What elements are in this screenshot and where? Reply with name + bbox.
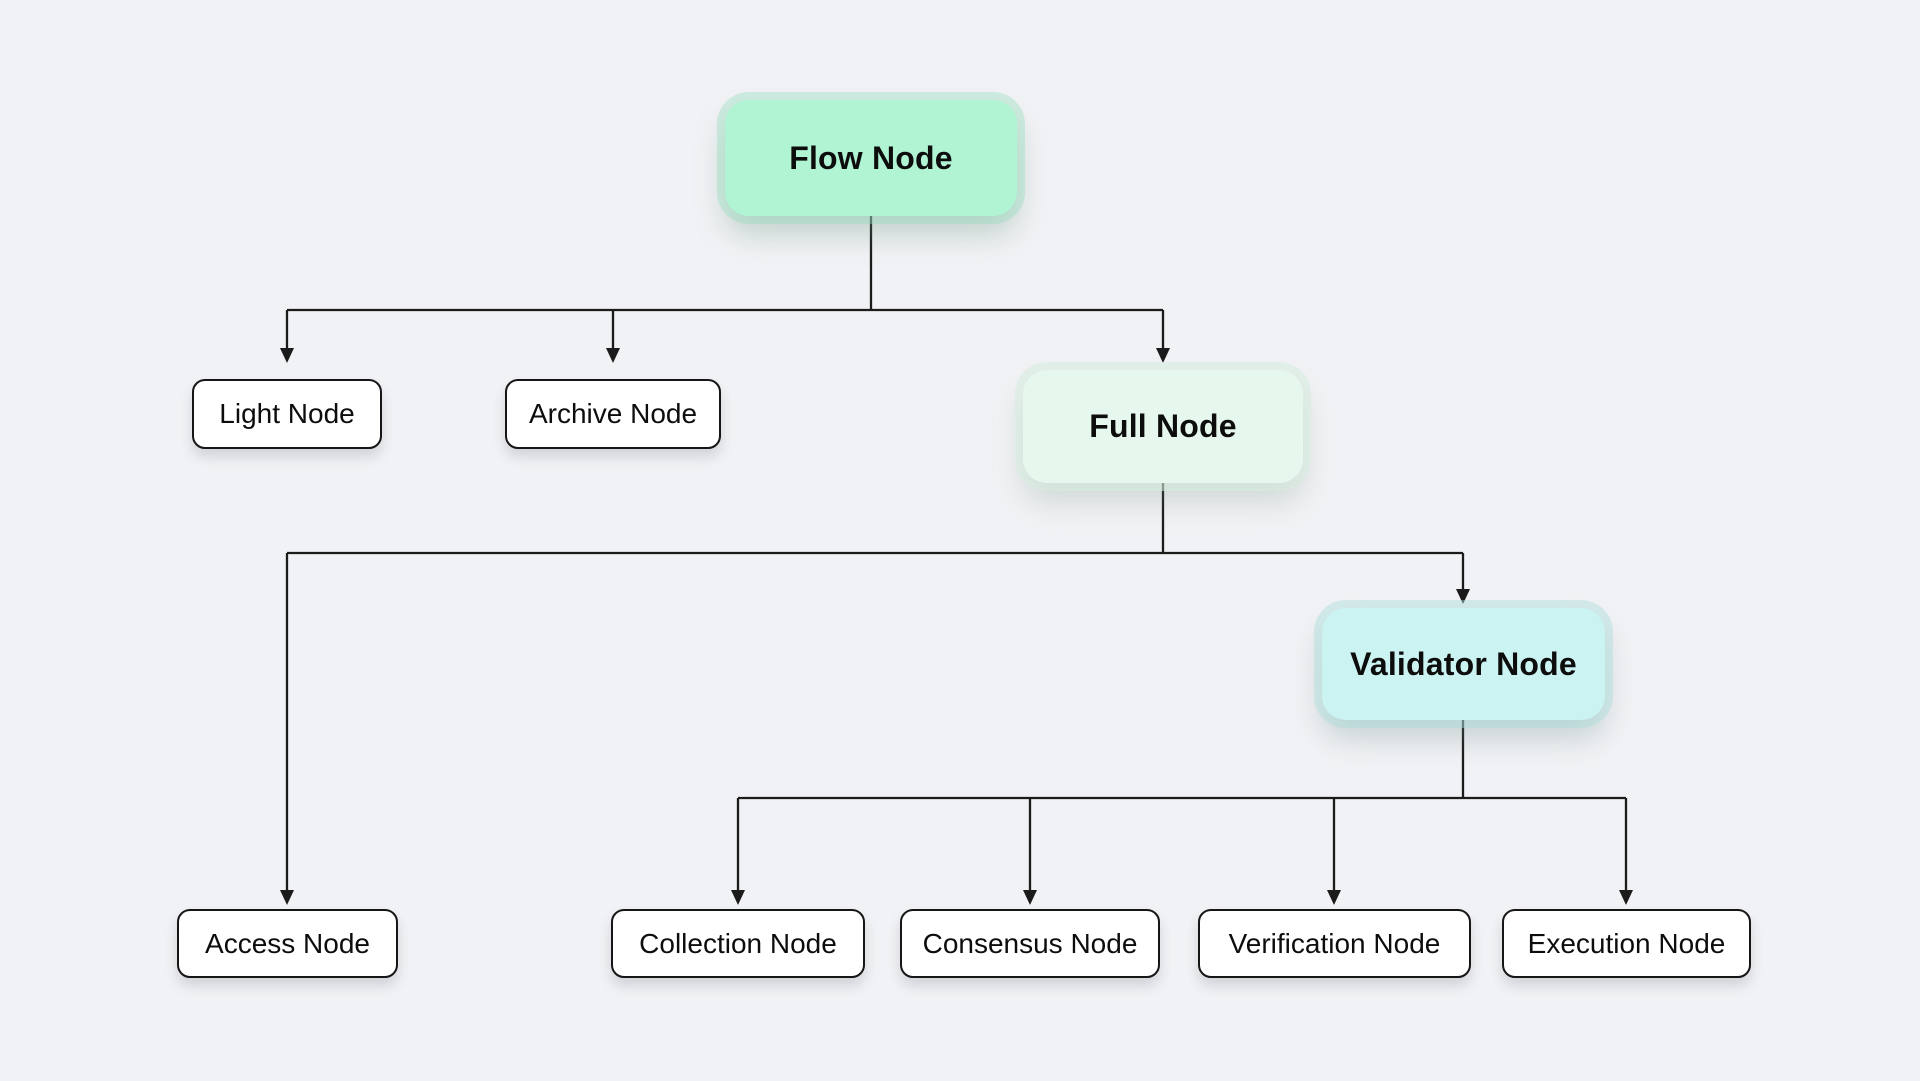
node-flow: Flow Node (725, 100, 1017, 216)
node-label: Collection Node (639, 927, 837, 959)
arrow-down-icon (280, 890, 294, 905)
node-archive: Archive Node (505, 379, 721, 449)
arrow-down-icon (1456, 589, 1470, 604)
connector-rails (285, 216, 1628, 892)
node-label: Consensus Node (922, 927, 1138, 959)
node-label: Flow Node (789, 139, 953, 176)
arrowhead-icons (280, 348, 1633, 905)
node-access: Access Node (177, 909, 398, 978)
node-consensus: Consensus Node (900, 909, 1160, 978)
node-collection: Collection Node (611, 909, 865, 978)
node-execution: Execution Node (1502, 909, 1751, 978)
node-validator: Validator Node (1322, 608, 1605, 720)
arrow-down-icon (1156, 348, 1170, 363)
node-label: Light Node (219, 398, 355, 429)
node-full: Full Node (1023, 370, 1303, 483)
arrow-down-icon (1619, 890, 1633, 905)
node-label: Access Node (205, 927, 370, 959)
arrow-down-icon (606, 348, 620, 363)
node-verification: Verification Node (1198, 909, 1471, 978)
arrow-down-icon (731, 890, 745, 905)
node-label: Validator Node (1350, 645, 1577, 682)
node-label: Execution Node (1527, 927, 1726, 959)
node-label: Full Node (1089, 408, 1237, 444)
node-label: Archive Node (528, 398, 698, 429)
arrow-down-icon (1023, 890, 1037, 905)
arrow-down-icon (280, 348, 294, 363)
node-label: Verification Node (1228, 927, 1441, 959)
arrow-down-icon (1327, 890, 1341, 905)
node-light: Light Node (192, 379, 382, 449)
